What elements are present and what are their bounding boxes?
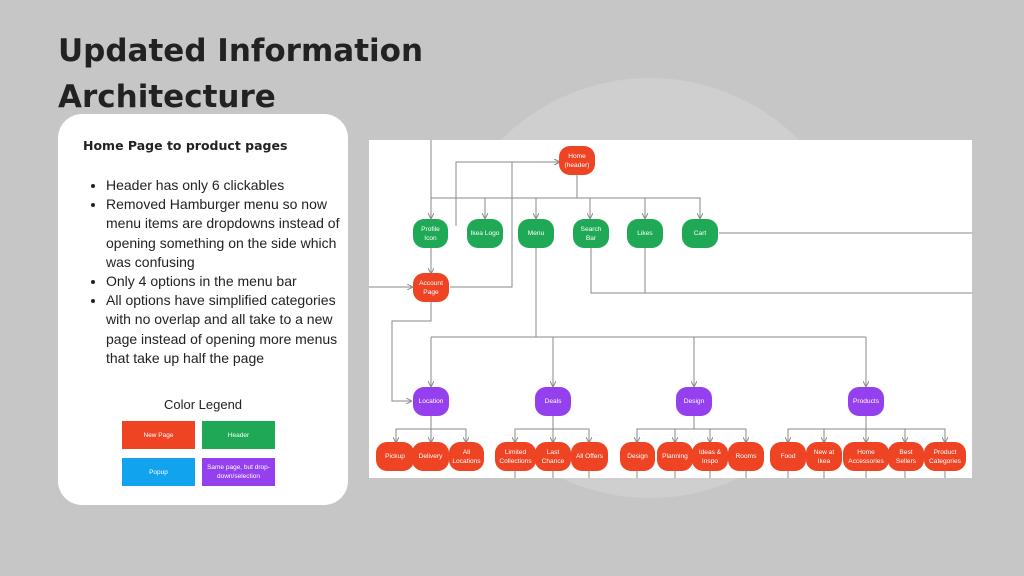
- new-at-ikea-node: New at Ikea: [806, 442, 842, 471]
- note-item: All options have simplified categories w…: [106, 291, 356, 368]
- rooms-node: Rooms: [728, 442, 764, 471]
- location-node: Location: [413, 387, 449, 416]
- food-node: Food: [770, 442, 806, 471]
- last-chance-node: Last Chance: [535, 442, 571, 471]
- all-locations-node: All Locations: [449, 442, 484, 471]
- account-page-node: Account Page: [413, 273, 449, 302]
- note-item: Header has only 6 clickables: [106, 176, 356, 195]
- planning-node: Planning: [657, 442, 693, 471]
- products-node: Products: [848, 387, 884, 416]
- menu-node: Menu: [518, 219, 554, 248]
- likes-node: Likes: [627, 219, 663, 248]
- notes-list: Header has only 6 clickables Removed Ham…: [88, 176, 356, 368]
- deals-node: Deals: [535, 387, 571, 416]
- note-item: Only 4 options in the menu bar: [106, 272, 356, 291]
- profile-icon-node: Profile Icon: [413, 219, 448, 248]
- notes-card: Home Page to product pages Header has on…: [58, 114, 348, 505]
- best-sellers-node: Best Sellers: [888, 442, 924, 471]
- legend-popup: Popup: [122, 458, 195, 486]
- page-title-line-2: Architecture: [58, 79, 276, 115]
- search-bar-node: Search Bar: [573, 219, 609, 248]
- delivery-node: Delivery: [412, 442, 449, 471]
- card-heading: Home Page to product pages: [83, 138, 288, 153]
- architecture-diagram: Home (header) Profile Icon Ikea Logo Men…: [369, 140, 972, 478]
- design-child-node: Design: [620, 442, 655, 471]
- cart-node: Cart: [682, 219, 718, 248]
- product-categories-node: Product Categories: [924, 442, 966, 471]
- design-node: Design: [676, 387, 712, 416]
- legend-header: Header: [202, 421, 275, 449]
- page-title: Updated Information Architecture: [58, 28, 478, 120]
- legend-new-page: New Page: [122, 421, 195, 449]
- home-node: Home (header): [559, 146, 595, 175]
- connector-lines: [369, 140, 972, 478]
- ikea-logo-node: Ikea Logo: [467, 219, 503, 248]
- home-accessories-node: Home Accessories: [843, 442, 889, 471]
- limited-collections-node: Limited Collections: [495, 442, 536, 471]
- all-offers-node: All Offers: [571, 442, 608, 471]
- note-item: Removed Hamburger menu so now menu items…: [106, 195, 356, 272]
- legend-title: Color Legend: [163, 397, 243, 412]
- pickup-node: Pickup: [376, 442, 414, 471]
- legend-dropdown: Same page, but drop-down/selection: [202, 458, 275, 486]
- ideas-inspo-node: Ideas & Inspo: [692, 442, 728, 471]
- page-title-line-1: Updated Information: [58, 33, 424, 69]
